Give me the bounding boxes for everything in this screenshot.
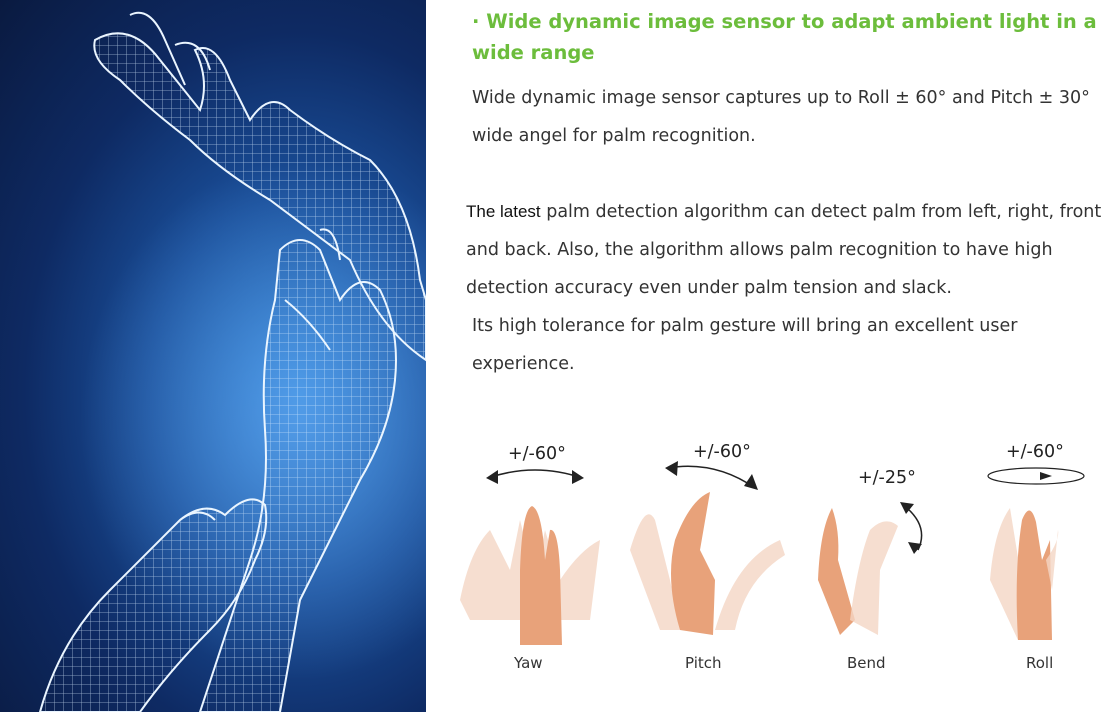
upper-hand-wireframe (93, 11, 426, 362)
wireframe-hands-illustration (38, 11, 426, 712)
gesture-label: Bend (847, 654, 886, 672)
tolerance-paragraph: Its high tolerance for palm gesture will… (472, 316, 1018, 374)
sensor-paragraph: Wide dynamic image sensor captures up to… (472, 88, 1090, 146)
gesture-roll: +/-60° Roll (980, 430, 1114, 712)
gesture-bend: +/-25° Bend (810, 430, 940, 712)
gesture-label: Roll (1026, 654, 1054, 672)
algorithm-paragraph-body: palm detection algorithm can detect palm… (466, 202, 1102, 298)
content-panel: · Wide dynamic image sensor to adapt amb… (466, 0, 1114, 712)
gesture-angle: +/-60° (693, 442, 751, 462)
algorithm-paragraph-lead: The latest (466, 202, 541, 221)
yaw-hand-icon (460, 469, 600, 645)
algorithm-paragraph: The latest palm detection algorithm can … (466, 193, 1106, 307)
gesture-angle: +/-25° (858, 468, 916, 488)
pitch-hand-icon (630, 461, 785, 635)
gesture-label: Yaw (514, 654, 543, 672)
gesture-yaw: +/-60° Yaw (450, 430, 610, 712)
gesture-pitch: +/-60° Pitch (625, 430, 795, 712)
roll-hand-icon (987, 467, 1085, 640)
gesture-angle: +/-60° (1006, 442, 1064, 462)
section-heading: · Wide dynamic image sensor to adapt amb… (472, 10, 1097, 64)
middle-hand-wireframe (198, 228, 397, 712)
gesture-angle: +/-60° (508, 444, 566, 464)
lower-hand-wireframe (38, 498, 268, 712)
gesture-diagram: +/-60° Yaw +/-60° Pitch +/-25° (450, 430, 1114, 712)
gesture-label: Pitch (685, 654, 722, 672)
wireframe-hands-image (0, 0, 426, 712)
bend-hand-icon (818, 502, 923, 635)
